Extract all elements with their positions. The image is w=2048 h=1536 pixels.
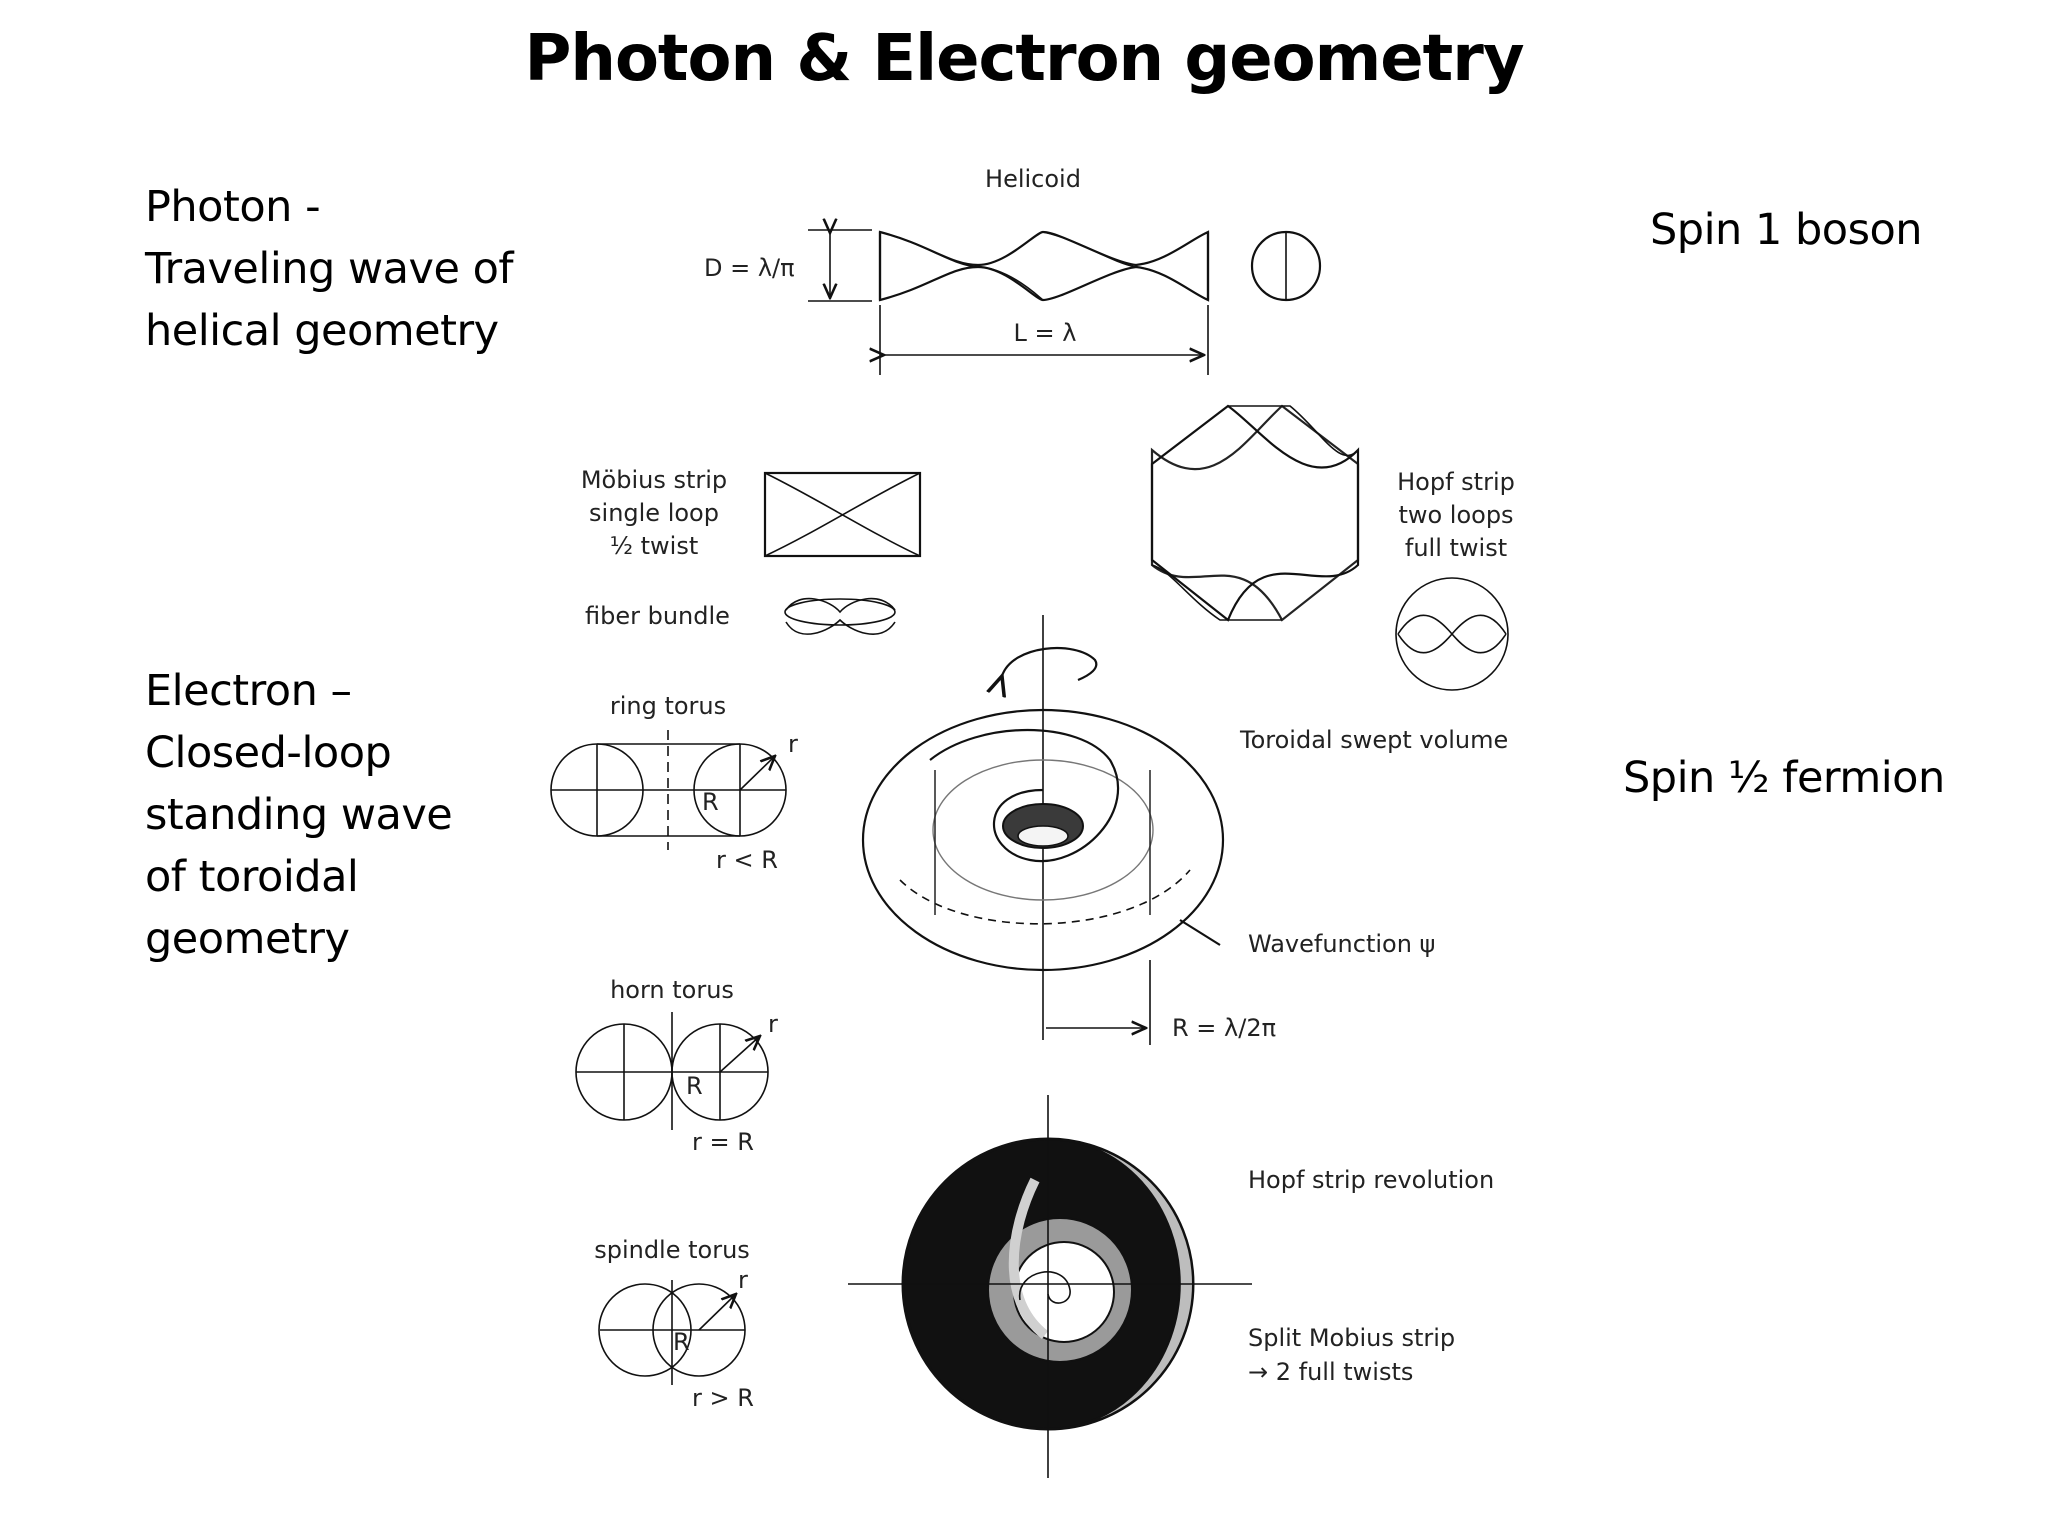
fiber-bundle-label: fiber bundle (585, 602, 730, 630)
horn-torus-label: horn torus (610, 976, 734, 1004)
hopf-fiber-icon (1395, 577, 1509, 691)
electron-line: Electron – (145, 666, 352, 716)
split-mobius-label-line: → 2 full twists (1248, 1358, 1413, 1386)
ring-torus-diagram: ring torus r R r < R (550, 692, 798, 874)
mobius-label-line: Möbius strip (581, 466, 727, 494)
ring-torus-R: R (702, 788, 719, 816)
radius-label: R = λ/2π (1172, 1014, 1276, 1042)
horn-torus-condition: r = R (692, 1128, 754, 1156)
photon-line: Photon - (145, 182, 321, 232)
mobius-label-line: ½ twist (610, 532, 699, 560)
spindle-torus-diagram: spindle torus r R r > R (594, 1236, 754, 1412)
photon-description: Photon - Traveling wave of helical geome… (145, 176, 514, 362)
horn-torus-diagram: horn torus r R r = R (575, 976, 778, 1156)
hopf-strip-revolution-diagram: Hopf strip revolution Split Mobius strip… (848, 1095, 1494, 1478)
photon-line: Traveling wave of (145, 244, 514, 294)
spindle-torus-R: R (673, 1328, 690, 1356)
electron-spin-label: Spin ½ fermion (1623, 753, 1945, 803)
helicoid-ribbon (878, 230, 1210, 302)
hopf-label-line: full twist (1405, 534, 1507, 562)
horn-torus-r: r (768, 1010, 778, 1038)
mobius-diagram: Möbius strip single loop ½ twist fiber b… (581, 466, 922, 635)
length-label: L = λ (1014, 319, 1077, 347)
mobius-label-line: single loop (589, 499, 719, 527)
spindle-torus-label: spindle torus (594, 1236, 750, 1264)
mobius-strip (763, 471, 922, 558)
wavefunction-label: Wavefunction ψ (1248, 930, 1435, 958)
helicoid-label: Helicoid (985, 165, 1081, 193)
electron-description: Electron – Closed-loop standing wave of … (145, 660, 453, 970)
hopf-label-line: two loops (1398, 501, 1513, 529)
hopf-revolution-label: Hopf strip revolution (1248, 1166, 1494, 1194)
photon-line: helical geometry (145, 306, 499, 356)
electron-line: of toroidal (145, 852, 359, 902)
toroidal-swept-volume-diagram: Toroidal swept volume Wavefunction ψ R =… (861, 615, 1508, 1045)
ring-torus-r: r (788, 730, 798, 758)
split-mobius-label-line: Split Mobius strip (1248, 1324, 1455, 1352)
torus-body (861, 708, 1225, 972)
spindle-torus-condition: r > R (692, 1384, 754, 1412)
toroidal-swept-volume-label: Toroidal swept volume (1239, 726, 1508, 754)
photon-spin-label: Spin 1 boson (1650, 205, 1923, 255)
electron-line: Closed-loop (145, 728, 392, 778)
horn-torus-R: R (686, 1072, 703, 1100)
ring-torus-label: ring torus (610, 692, 726, 720)
hopf-label-line: Hopf strip (1397, 468, 1515, 496)
hopf-strip-diagram: Hopf strip two loops full twist (1150, 404, 1515, 691)
spindle-torus-r: r (738, 1266, 748, 1294)
rotation-arrow-icon (1002, 646, 1098, 680)
ring-torus-condition: r < R (716, 846, 778, 874)
electron-line: standing wave (145, 790, 453, 840)
page-title: Photon & Electron geometry (524, 22, 1524, 96)
diameter-label: D = λ/π (704, 254, 795, 282)
electron-line: geometry (145, 914, 350, 964)
helicoid-diagram: Helicoid D = λ/π L = λ (704, 165, 1322, 375)
fiber-bundle-icon (784, 597, 896, 635)
